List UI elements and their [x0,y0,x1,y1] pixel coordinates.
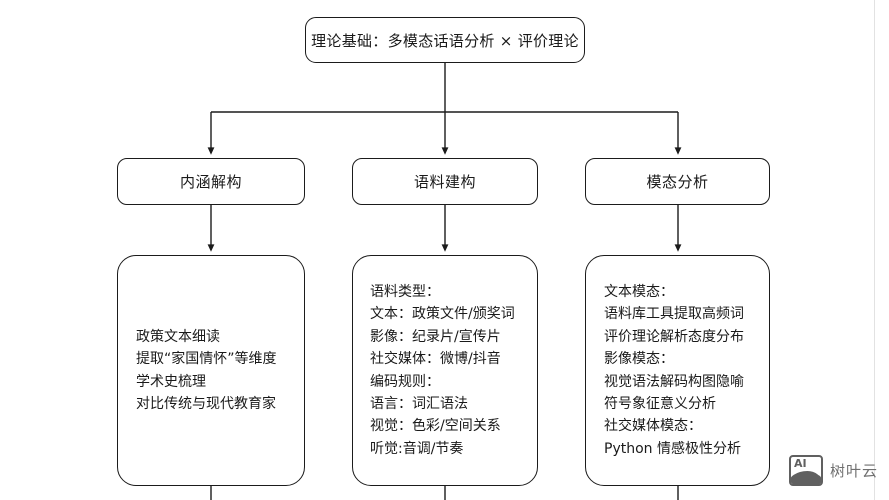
body-line: 视觉：色彩/空间关系 [370,418,501,435]
body-line: 听觉:音调/节奏 [370,440,464,457]
node-body-connotation[interactable]: 政策文本细读 提取“家国情怀”等维度 学术史梳理 对比传统与现代教育家 [117,255,305,486]
node-header-label-2: 语料建构 [413,173,476,191]
mountain-shape-small [807,475,821,484]
body-line: 视觉语法解码构图隐喻 [604,373,744,390]
body-line: 语料类型： [370,283,440,300]
body-line: 政策文本细读 [136,329,220,346]
body-line: 学术史梳理 [136,373,206,390]
watermark: AI 树叶云 [789,455,878,486]
body-line: Python 情感极性分析 [604,440,741,457]
body-text-block-1: 政策文本细读 提取“家国情怀”等维度 学术史梳理 对比传统与现代教育家 [136,326,304,415]
node-header-corpus[interactable]: 语料建构 [352,158,538,205]
body-line: 提取“家国情怀”等维度 [136,351,277,368]
node-header-label-3: 模态分析 [646,173,709,191]
body-line: 符号象征意义分析 [604,395,716,412]
body-line: 影像模态： [604,351,674,368]
node-header-modality[interactable]: 模态分析 [585,158,770,205]
body-line: 对比传统与现代教育家 [136,395,276,412]
node-header-label-1: 内涵解构 [179,173,242,191]
body-text-block-3: 文本模态： 语料库工具提取高频词 评价理论解析态度分布 影像模态： 视觉语法解码… [604,281,769,460]
body-line: 语言：词汇语法 [370,395,468,412]
body-line: 语料库工具提取高频词 [604,306,744,323]
image-ai-icon: AI [789,455,823,486]
body-line: 文本：政策文件/颁奖词 [370,306,515,323]
node-body-modality[interactable]: 文本模态： 语料库工具提取高频词 评价理论解析态度分布 影像模态： 视觉语法解码… [585,255,770,486]
node-theory-foundation[interactable]: 理论基础：多模态话语分析 × 评价理论 [305,17,585,63]
watermark-badge-label: AI [794,457,807,470]
watermark-text: 树叶云 [830,462,879,480]
node-root-label: 理论基础：多模态话语分析 × 评价理论 [311,31,579,50]
body-line: 文本模态： [604,283,674,300]
body-line: 编码规则： [370,373,440,390]
body-line: 影像：纪录片/宣传片 [370,328,501,345]
body-text-block-2: 语料类型： 文本：政策文件/颁奖词 影像：纪录片/宣传片 社交媒体：微博/抖音 … [370,281,537,460]
body-line: 社交媒体模态： [604,418,702,435]
node-body-corpus[interactable]: 语料类型： 文本：政策文件/颁奖词 影像：纪录片/宣传片 社交媒体：微博/抖音 … [352,255,538,486]
body-line: 评价理论解析态度分布 [604,328,744,345]
body-line: 社交媒体：微博/抖音 [370,351,501,368]
canvas-right-edge [874,0,875,500]
node-header-connotation[interactable]: 内涵解构 [117,158,305,205]
